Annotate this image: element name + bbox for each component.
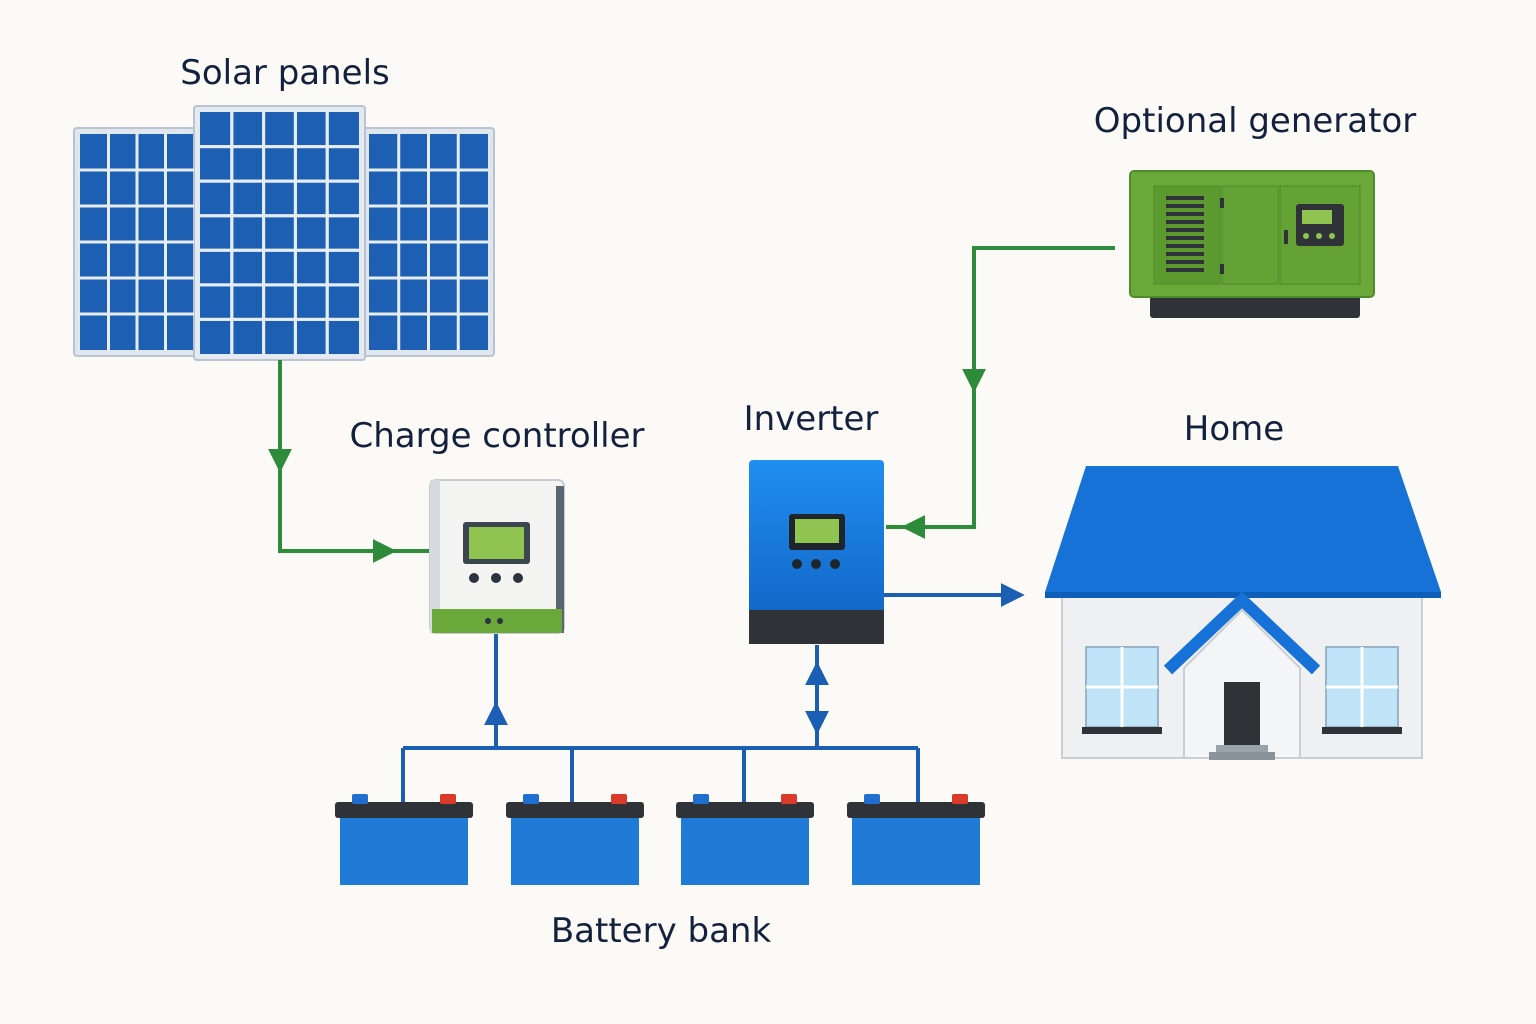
solar-panels-label: Solar panels bbox=[180, 53, 390, 93]
battery-icon bbox=[676, 794, 814, 885]
solar-panel-grid-lines bbox=[80, 112, 488, 354]
battery-bank bbox=[335, 794, 985, 885]
battery-bus-lines bbox=[401, 746, 920, 805]
charge-controller-label: Charge controller bbox=[349, 416, 644, 456]
solar-panel-center bbox=[193, 105, 366, 361]
battery-icon bbox=[847, 794, 985, 885]
inverter-icon bbox=[749, 460, 884, 644]
battery-icon bbox=[335, 794, 473, 885]
optional-generator-label: Optional generator bbox=[1094, 101, 1416, 141]
solar-to-controller-line bbox=[268, 360, 430, 563]
house-window-left bbox=[1082, 646, 1162, 734]
inverter-label: Inverter bbox=[744, 399, 879, 439]
house-window-right bbox=[1322, 646, 1402, 734]
solar-panel-icon bbox=[73, 105, 495, 361]
house-icon bbox=[1045, 466, 1441, 760]
generator-icon bbox=[1129, 170, 1375, 318]
battery-bank-label: Battery bank bbox=[551, 911, 772, 951]
battery-icon bbox=[506, 794, 644, 885]
home-label: Home bbox=[1184, 409, 1284, 449]
charge-controller-icon bbox=[429, 479, 565, 634]
generator-to-inverter-line bbox=[886, 246, 1115, 539]
